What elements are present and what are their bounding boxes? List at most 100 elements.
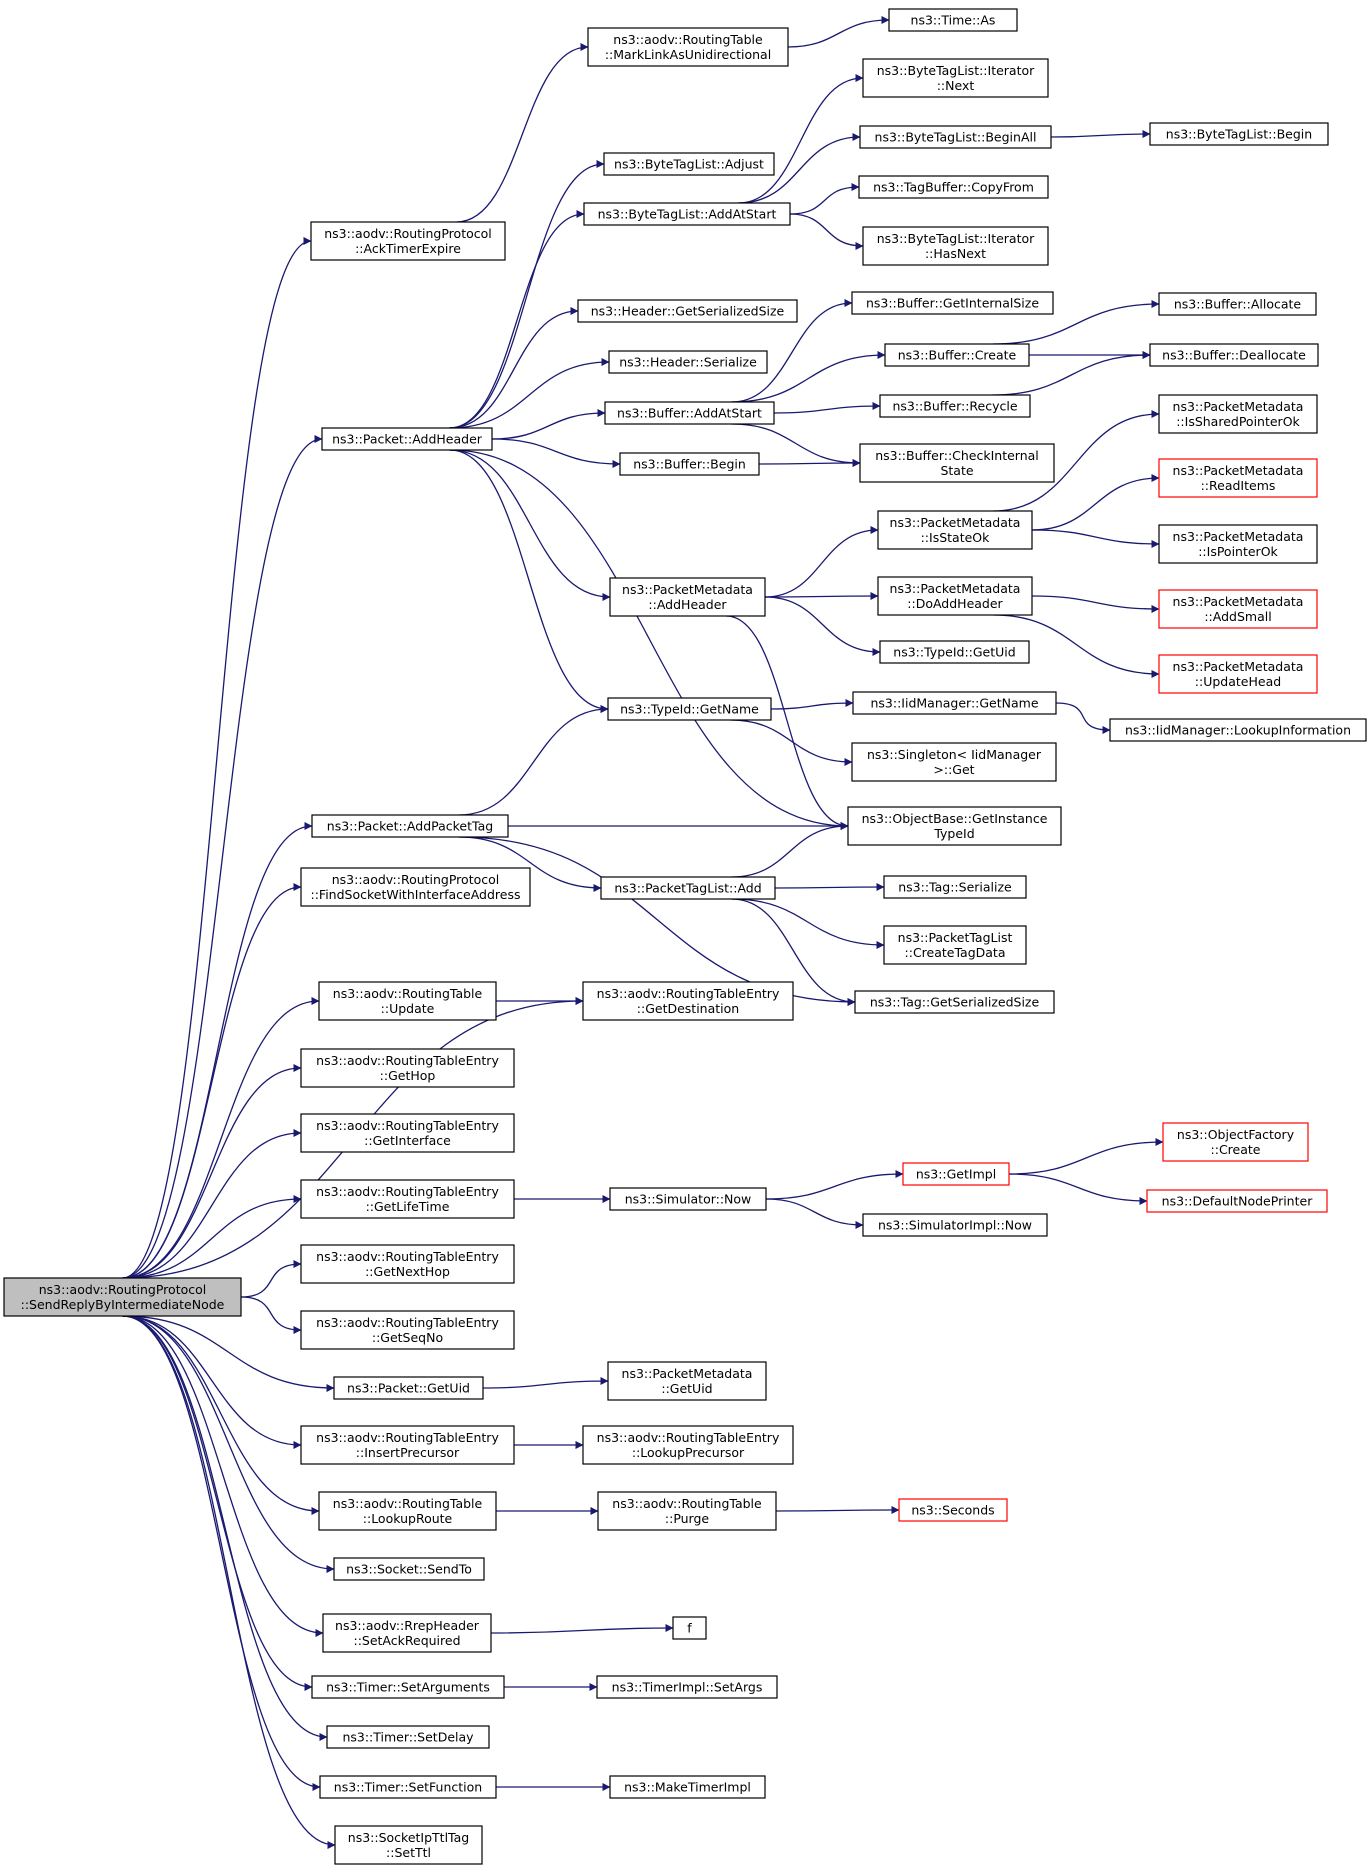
node-singletonGet[interactable]: ns3::Singleton< IidManager>::Get — [851, 742, 1057, 782]
node-ackTimer[interactable]: ns3::aodv::RoutingProtocol::AckTimerExpi… — [310, 221, 506, 261]
node-pmIsPointerOk[interactable]: ns3::PacketMetadata::IsPointerOk — [1158, 524, 1318, 564]
node-btlBeginAll[interactable]: ns3::ByteTagList::BeginAll — [859, 125, 1052, 149]
node-label-line: ns3::ByteTagList::Begin — [1166, 127, 1312, 142]
node-btlAdjust[interactable]: ns3::ByteTagList::Adjust — [603, 152, 775, 176]
node-rteGetHop[interactable]: ns3::aodv::RoutingTableEntry::GetHop — [300, 1048, 515, 1088]
node-timeAs[interactable]: ns3::Time::As — [888, 8, 1018, 32]
node-timerSetFunction[interactable]: ns3::Timer::SetFunction — [319, 1775, 497, 1799]
node-rtLookupRoute[interactable]: ns3::aodv::RoutingTable::LookupRoute — [318, 1491, 497, 1531]
node-ptlAdd[interactable]: ns3::PacketTagList::Add — [600, 876, 776, 900]
node-tagSerialize[interactable]: ns3::Tag::Serialize — [883, 875, 1027, 899]
edge-btlAddAtStart-to-tagBufCopy — [789, 183, 860, 215]
node-simNow[interactable]: ns3::Simulator::Now — [609, 1187, 767, 1211]
node-timerSetArgs[interactable]: ns3::Timer::SetArguments — [311, 1675, 505, 1699]
node-pktGetUid[interactable]: ns3::Packet::GetUid — [333, 1376, 484, 1400]
node-iidLookup[interactable]: ns3::IidManager::LookupInformation — [1109, 718, 1367, 742]
node-label-line: ns3::Timer::SetDelay — [342, 1730, 474, 1745]
node-bufAllocate[interactable]: ns3::Buffer::Allocate — [1158, 292, 1317, 316]
node-bufDeallocate[interactable]: ns3::Buffer::Deallocate — [1149, 343, 1319, 367]
node-bufGetInternalSize[interactable]: ns3::Buffer::GetInternalSize — [851, 291, 1054, 315]
node-pmReadItems[interactable]: ns3::PacketMetadata::ReadItems — [1158, 458, 1318, 498]
node-ptlCreateTagData[interactable]: ns3::PacketTagList::CreateTagData — [883, 925, 1027, 965]
node-rteGetLifeTime[interactable]: ns3::aodv::RoutingTableEntry::GetLifeTim… — [300, 1179, 515, 1219]
node-label-line: ::IsSharedPointerOk — [1176, 414, 1300, 429]
node-rteInsertPrec[interactable]: ns3::aodv::RoutingTableEntry::InsertPrec… — [300, 1425, 515, 1465]
node-pmDoAddHeader[interactable]: ns3::PacketMetadata::DoAddHeader — [877, 576, 1033, 616]
node-defaultNodePrinter[interactable]: ns3::DefaultNodePrinter — [1146, 1189, 1328, 1213]
node-bufRecycle[interactable]: ns3::Buffer::Recycle — [879, 394, 1031, 418]
node-markLink[interactable]: ns3::aodv::RoutingTable::MarkLinkAsUnidi… — [587, 27, 789, 67]
node-seconds[interactable]: ns3::Seconds — [898, 1498, 1008, 1522]
node-typeIdGetUid[interactable]: ns3::TypeId::GetUid — [879, 640, 1030, 664]
node-box — [318, 1491, 497, 1531]
node-socketSendTo[interactable]: ns3::Socket::SendTo — [333, 1557, 485, 1581]
node-box — [603, 152, 775, 176]
node-tagGetSize[interactable]: ns3::Tag::GetSerializedSize — [854, 990, 1055, 1014]
node-hdrSerialize[interactable]: ns3::Header::Serialize — [608, 350, 768, 374]
node-root[interactable]: ns3::aodv::RoutingProtocol::SendReplyByI… — [3, 1277, 242, 1317]
edge-pmAddHeader-to-typeIdGetUid — [764, 596, 881, 656]
node-pmAddHeader[interactable]: ns3::PacketMetadata::AddHeader — [609, 577, 766, 617]
node-socketIpTtlTag[interactable]: ns3::SocketIpTtlTag::SetTtl — [334, 1825, 483, 1865]
node-btlBegin[interactable]: ns3::ByteTagList::Begin — [1149, 122, 1329, 146]
node-label-line: ::InsertPrecursor — [356, 1445, 460, 1460]
node-box — [883, 875, 1027, 899]
node-label-line: ns3::Timer::SetFunction — [334, 1780, 482, 1795]
node-pmIsShared[interactable]: ns3::PacketMetadata::IsSharedPointerOk — [1158, 394, 1318, 434]
edge-pmIsStateOk-to-pmIsPointerOk — [1031, 529, 1160, 548]
node-label-line: ns3::ObjectBase::GetInstance — [862, 811, 1048, 826]
node-bufAddAtStart[interactable]: ns3::Buffer::AddAtStart — [604, 401, 775, 425]
node-label-line: ::UpdateHead — [1195, 674, 1281, 689]
node-rteGetInterface[interactable]: ns3::aodv::RoutingTableEntry::GetInterfa… — [300, 1113, 515, 1153]
node-label-line: ns3::Time::As — [911, 13, 996, 28]
node-box — [884, 343, 1030, 367]
node-btlIterHasNext[interactable]: ns3::ByteTagList::Iterator::HasNext — [862, 226, 1049, 266]
node-tagBufCopy[interactable]: ns3::TagBuffer::CopyFrom — [858, 175, 1049, 199]
node-rtUpdate[interactable]: ns3::aodv::RoutingTable::Update — [318, 981, 497, 1021]
edge-pktAddHeader-to-hdrSerialize — [449, 358, 610, 429]
node-makeTimerImpl[interactable]: ns3::MakeTimerImpl — [609, 1775, 766, 1799]
node-box — [902, 1162, 1010, 1186]
node-pmGetUid[interactable]: ns3::PacketMetadata::GetUid — [607, 1361, 767, 1401]
node-iidGetName[interactable]: ns3::IidManager::GetName — [852, 691, 1057, 715]
node-pktAddHeader[interactable]: ns3::Packet::AddHeader — [321, 427, 493, 451]
node-btlAddAtStart[interactable]: ns3::ByteTagList::AddAtStart — [583, 202, 791, 226]
edge-pmAddHeader-to-pmIsStateOk — [764, 526, 879, 598]
node-box — [852, 691, 1057, 715]
node-bufCreate[interactable]: ns3::Buffer::Create — [884, 343, 1030, 367]
node-bufBegin[interactable]: ns3::Buffer::Begin — [619, 452, 760, 476]
node-pmIsStateOk[interactable]: ns3::PacketMetadata::IsStateOk — [877, 510, 1033, 550]
node-label-line: ns3::PacketMetadata — [890, 515, 1021, 530]
node-getImpl[interactable]: ns3::GetImpl — [902, 1162, 1010, 1186]
node-pktAddPacketTag[interactable]: ns3::Packet::AddPacketTag — [311, 814, 509, 838]
node-fFunc[interactable]: f — [672, 1616, 707, 1640]
edge-btlBeginAll-to-btlBegin — [1050, 130, 1151, 139]
node-box — [879, 640, 1030, 664]
node-rteGetSeqNo[interactable]: ns3::aodv::RoutingTableEntry::GetSeqNo — [300, 1310, 515, 1350]
node-label-line: ns3::aodv::RoutingTable — [333, 986, 483, 1001]
node-box — [608, 350, 768, 374]
node-timerSetDelay[interactable]: ns3::Timer::SetDelay — [326, 1725, 490, 1749]
node-typeIdGetName[interactable]: ns3::TypeId::GetName — [607, 697, 772, 721]
node-timerImplSetArgs[interactable]: ns3::TimerImpl::SetArgs — [596, 1675, 778, 1699]
edge-pmAddHeader-to-pmDoAddHeader — [764, 592, 879, 601]
node-simImplNow[interactable]: ns3::SimulatorImpl::Now — [862, 1213, 1048, 1237]
node-box — [1158, 589, 1318, 629]
node-box — [607, 1361, 767, 1401]
node-pmUpdateHead[interactable]: ns3::PacketMetadata::UpdateHead — [1158, 654, 1318, 694]
node-rrepSetAck[interactable]: ns3::aodv::RrepHeader::SetAckRequired — [322, 1613, 492, 1653]
node-btlIterNext[interactable]: ns3::ByteTagList::Iterator::Next — [862, 58, 1049, 98]
node-rteGetDest[interactable]: ns3::aodv::RoutingTableEntry::GetDestina… — [582, 981, 794, 1021]
node-pmAddSmall[interactable]: ns3::PacketMetadata::AddSmall — [1158, 589, 1318, 629]
node-rteGetNextHop[interactable]: ns3::aodv::RoutingTableEntry::GetNextHop — [300, 1244, 515, 1284]
node-rtPurge[interactable]: ns3::aodv::RoutingTable::Purge — [597, 1491, 777, 1531]
node-box — [583, 202, 791, 226]
node-rteLookupPrec[interactable]: ns3::aodv::RoutingTableEntry::LookupPrec… — [582, 1425, 794, 1465]
node-hdrGetSize[interactable]: ns3::Header::GetSerializedSize — [577, 299, 798, 323]
node-label-line: ns3::TypeId::GetName — [620, 702, 759, 717]
node-findSocket[interactable]: ns3::aodv::RoutingProtocol::FindSocketWi… — [300, 867, 531, 907]
node-objFactoryCreate[interactable]: ns3::ObjectFactory::Create — [1162, 1122, 1309, 1162]
node-label-line: ns3::Buffer::Create — [898, 348, 1017, 363]
